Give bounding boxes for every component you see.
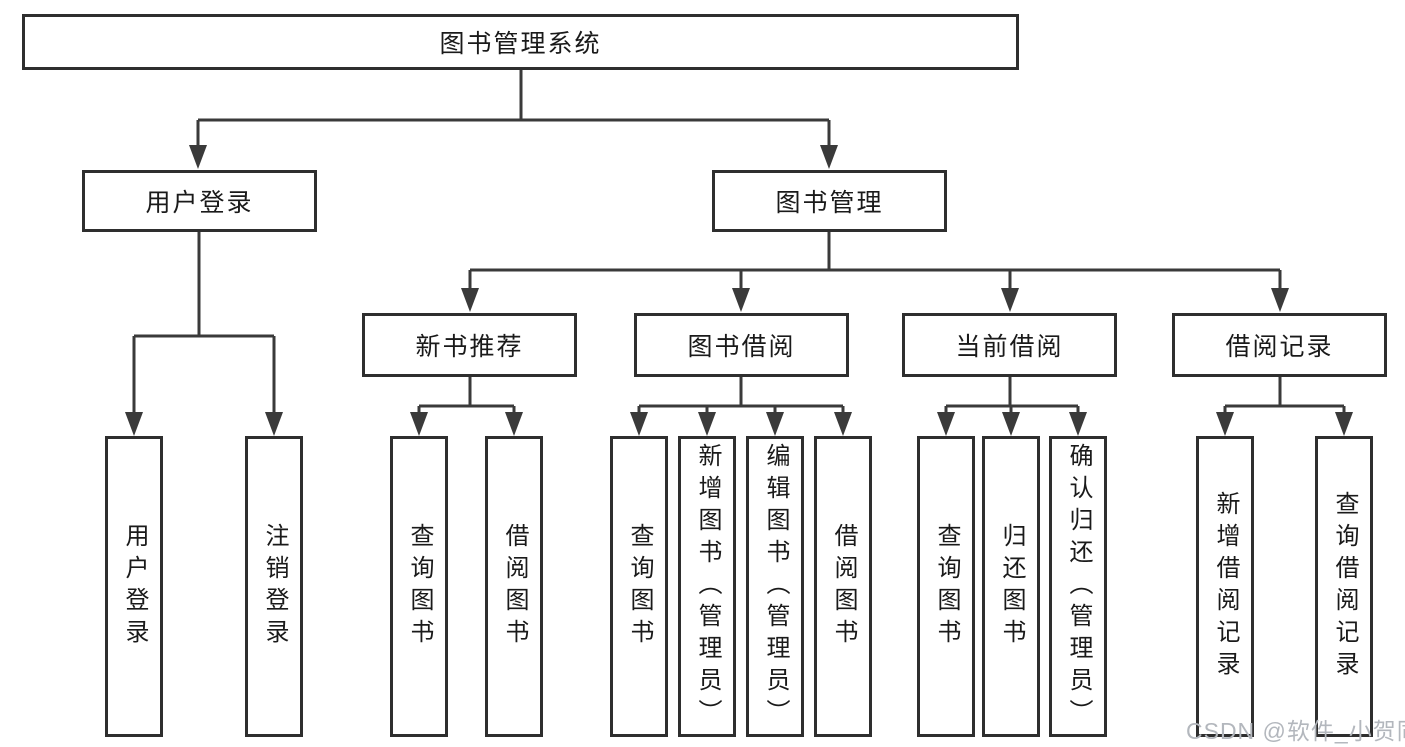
arrow-down-icon bbox=[1271, 288, 1289, 312]
arrow-down-icon bbox=[461, 288, 479, 312]
node-label: 新书推荐 bbox=[415, 333, 524, 361]
node-book-borrowing: 图书借阅 bbox=[634, 313, 849, 377]
arrow-down-icon bbox=[698, 412, 716, 436]
leaf-nb-query-books: 查询图书 bbox=[390, 436, 448, 737]
arrow-down-icon bbox=[732, 288, 750, 312]
node-label: 注销登录 bbox=[261, 522, 288, 651]
leaf-bb-add-books-admin: 新增图书（管理员） bbox=[678, 436, 736, 737]
connector-current-borrowing-to-leaves bbox=[937, 377, 1087, 436]
leaf-br-query-borrow-record: 查询借阅记录 bbox=[1315, 436, 1373, 737]
arrow-down-icon bbox=[630, 412, 648, 436]
node-label: 借阅图书 bbox=[501, 522, 528, 651]
leaf-bb-borrow-books: 借阅图书 bbox=[814, 436, 872, 737]
arrow-down-icon bbox=[189, 145, 207, 169]
node-label: 借阅图书 bbox=[830, 522, 857, 651]
node-label: 查询图书 bbox=[626, 522, 653, 651]
arrow-down-icon bbox=[1002, 412, 1020, 436]
arrow-down-icon bbox=[265, 412, 283, 436]
connector-root-to-level2 bbox=[189, 70, 838, 169]
node-label: 当前借阅 bbox=[955, 333, 1064, 361]
node-borrowing-records: 借阅记录 bbox=[1172, 313, 1387, 377]
leaf-user-login: 用户登录 bbox=[105, 436, 163, 737]
node-label: 图书借阅 bbox=[687, 333, 796, 361]
connector-new-book-recommend-to-leaves bbox=[410, 377, 523, 436]
leaf-cb-return-books: 归还图书 bbox=[982, 436, 1040, 737]
node-label: 查询图书 bbox=[406, 522, 433, 651]
arrow-down-icon bbox=[937, 412, 955, 436]
arrow-down-icon bbox=[820, 145, 838, 169]
arrow-down-icon bbox=[1069, 412, 1087, 436]
node-current-borrowing: 当前借阅 bbox=[902, 313, 1117, 377]
node-label: 新增图书（管理员） bbox=[694, 442, 721, 731]
leaf-bb-query-books: 查询图书 bbox=[610, 436, 668, 737]
node-label: 新增借阅记录 bbox=[1212, 490, 1239, 683]
arrow-down-icon bbox=[766, 412, 784, 436]
connector-user-login-to-leaves bbox=[125, 232, 283, 436]
connector-book-management-to-level3 bbox=[461, 232, 1289, 312]
leaf-logout-login: 注销登录 bbox=[245, 436, 303, 737]
node-label: 借阅记录 bbox=[1225, 333, 1334, 361]
node-book-management: 图书管理 bbox=[712, 170, 947, 232]
leaf-br-add-borrow-record: 新增借阅记录 bbox=[1196, 436, 1254, 737]
leaf-cb-confirm-return-admin: 确认归还（管理员） bbox=[1049, 436, 1107, 737]
leaf-cb-query-books: 查询图书 bbox=[917, 436, 975, 737]
arrow-down-icon bbox=[410, 412, 428, 436]
node-label: 用户登录 bbox=[121, 522, 148, 651]
arrow-down-icon bbox=[1216, 412, 1234, 436]
node-label: 用户登录 bbox=[145, 189, 254, 217]
arrow-down-icon bbox=[1001, 288, 1019, 312]
arrow-down-icon bbox=[505, 412, 523, 436]
watermark: CSDN @软件_小贺同学 bbox=[1186, 718, 1405, 744]
node-label: 确认归还（管理员） bbox=[1065, 442, 1092, 731]
leaf-bb-edit-books-admin: 编辑图书（管理员） bbox=[746, 436, 804, 737]
arrow-down-icon bbox=[125, 412, 143, 436]
connector-book-borrowing-to-leaves bbox=[630, 377, 852, 436]
node-label: 查询图书 bbox=[933, 522, 960, 651]
connector-borrowing-records-to-leaves bbox=[1216, 377, 1353, 436]
node-library-management-system: 图书管理系统 bbox=[22, 14, 1019, 70]
arrow-down-icon bbox=[834, 412, 852, 436]
node-label: 图书管理系统 bbox=[439, 30, 602, 58]
node-label: 编辑图书（管理员） bbox=[762, 442, 789, 731]
node-label: 归还图书 bbox=[998, 522, 1025, 651]
arrow-down-icon bbox=[1335, 412, 1353, 436]
node-label: 查询借阅记录 bbox=[1331, 490, 1358, 683]
node-user-login: 用户登录 bbox=[82, 170, 317, 232]
node-new-book-recommend: 新书推荐 bbox=[362, 313, 577, 377]
node-label: 图书管理 bbox=[775, 189, 884, 217]
leaf-nb-borrow-books: 借阅图书 bbox=[485, 436, 543, 737]
